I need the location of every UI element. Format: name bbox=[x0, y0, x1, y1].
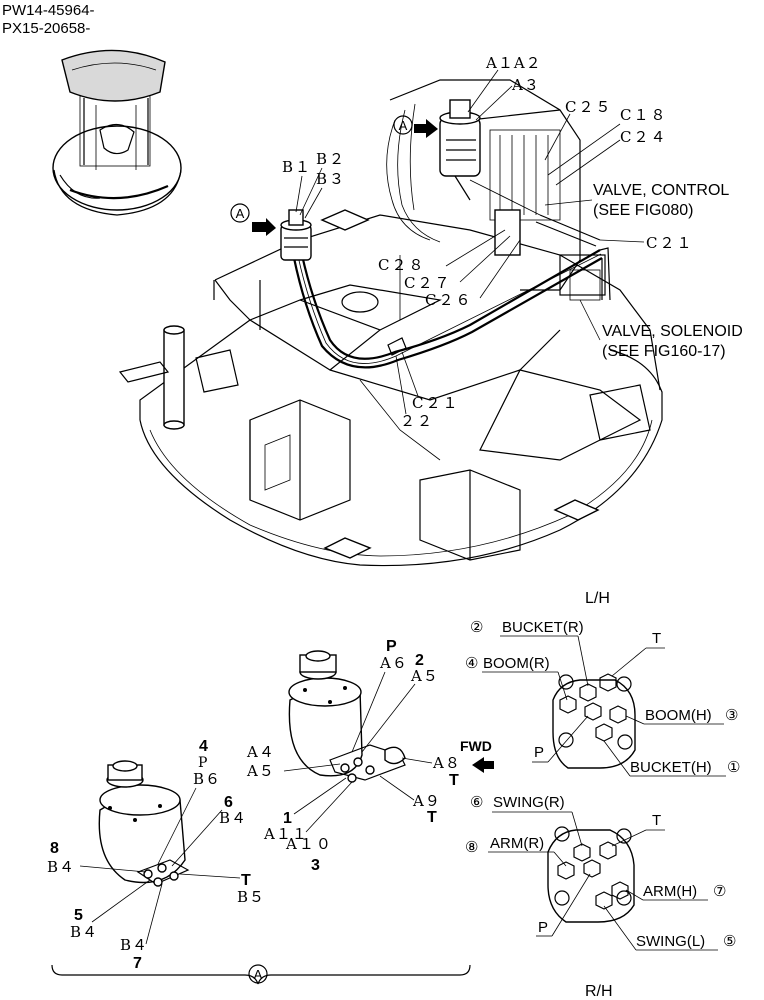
rv-t2: T bbox=[427, 809, 437, 826]
detail-a-brace: A bbox=[51, 964, 471, 985]
lv-b6: B６ bbox=[193, 770, 221, 788]
label-c22: ２２ bbox=[400, 412, 434, 430]
label-c25: C２５ bbox=[565, 98, 612, 116]
rv-a11: A１１ bbox=[263, 825, 308, 843]
rv-2: 2 bbox=[415, 652, 424, 669]
control-valve-assembly bbox=[386, 79, 606, 301]
rh-n8: ⑧ bbox=[465, 839, 478, 856]
hose-labels: A１A２ A３ C２５ C１８ C２４ VALVE, CONTROL (SEE … bbox=[282, 54, 743, 430]
lh-boom-r: BOOM(R) bbox=[483, 655, 550, 672]
lh-n3: ③ bbox=[725, 707, 738, 724]
rv-t1: T bbox=[449, 772, 459, 789]
lh-t: T bbox=[652, 630, 661, 647]
label-a1a2: A１A２ bbox=[485, 54, 542, 72]
label-a3: A３ bbox=[511, 76, 540, 94]
upper-structure-drawing bbox=[118, 209, 663, 567]
detail-a-label: A bbox=[254, 967, 263, 982]
lv-5: 5 bbox=[74, 907, 83, 924]
machine-location-thumbnail bbox=[52, 49, 182, 216]
lh-title: L/H bbox=[585, 590, 610, 607]
fwd-label: FWD bbox=[460, 738, 492, 754]
lv-8: 8 bbox=[50, 840, 59, 857]
rh-port-diagram: ⑥ SWING(R) T ⑧ ARM(R) ARM(H) ⑦ P SWING(L… bbox=[465, 794, 736, 1000]
rh-n6: ⑥ bbox=[470, 794, 483, 811]
rh-arm-r: ARM(R) bbox=[490, 835, 544, 852]
lv-t: T bbox=[241, 872, 251, 889]
lv-p: P bbox=[198, 755, 207, 771]
label-c18: C１８ bbox=[620, 106, 667, 124]
valve-solenoid-fig-ref: (SEE FIG160-17) bbox=[602, 343, 726, 360]
right-pilot-valve-drawing bbox=[288, 650, 406, 783]
rv-p: P bbox=[386, 638, 397, 655]
lh-bucket-h: BUCKET(H) bbox=[630, 759, 712, 776]
lv-b4-bottom: B４ bbox=[70, 923, 98, 941]
lh-port-diagram: L/H ② BUCKET(R) T ④ BOOM(R) BOOM(H) ③ P … bbox=[465, 590, 740, 777]
rv-a10: A１０ bbox=[285, 835, 333, 853]
rv-3: 3 bbox=[311, 857, 320, 874]
rh-swing-r: SWING(R) bbox=[493, 794, 565, 811]
serial-range-1: PW14-45964- bbox=[2, 2, 95, 19]
label-b1: B１ bbox=[282, 158, 312, 176]
label-b3: B３ bbox=[316, 170, 346, 188]
hose-bundle bbox=[280, 179, 611, 369]
label-c26: C２６ bbox=[425, 291, 472, 309]
rv-a5-top: A５ bbox=[410, 667, 439, 685]
rh-n7: ⑦ bbox=[713, 883, 726, 900]
lh-n1: ① bbox=[727, 759, 740, 776]
serial-range-2: PX15-20658- bbox=[2, 20, 90, 37]
lv-4: 4 bbox=[199, 738, 208, 755]
label-c24: C２４ bbox=[620, 128, 667, 146]
detail-callout-a-left: A bbox=[230, 203, 276, 236]
label-b2: B２ bbox=[316, 150, 346, 168]
lv-6: 6 bbox=[224, 794, 233, 811]
rv-a5: A５ bbox=[246, 762, 275, 780]
rh-p: P bbox=[538, 919, 548, 936]
svg-text:A: A bbox=[236, 206, 245, 221]
lh-n2: ② bbox=[470, 619, 483, 636]
label-c27: C２７ bbox=[404, 274, 451, 292]
valve-control-label: VALVE, CONTROL bbox=[593, 182, 729, 199]
right-valve-port-labels: P A６ 2 A５ A４ A５ FWD A８ T A９ T 1 A１１ A１０ … bbox=[246, 638, 494, 874]
rv-a8: A８ bbox=[432, 754, 461, 772]
label-c21-right: C２１ bbox=[646, 234, 693, 252]
label-c28: C２８ bbox=[378, 256, 425, 274]
lh-bucket-r: BUCKET(R) bbox=[502, 619, 584, 636]
left-valve-port-labels: 4 P B６ 6 B４ 8 B４ T B５ 5 B４ B４ 7 bbox=[47, 738, 265, 972]
detail-callout-a-right: A bbox=[393, 115, 438, 138]
left-pilot-valve-drawing bbox=[98, 760, 190, 887]
rh-title: R/H bbox=[585, 983, 613, 1000]
rv-1: 1 bbox=[283, 810, 292, 827]
rh-t: T bbox=[652, 812, 661, 829]
rv-a6: A６ bbox=[379, 654, 408, 672]
lv-7: 7 bbox=[133, 955, 142, 972]
lh-boom-h: BOOM(H) bbox=[645, 707, 712, 724]
lv-b5: B５ bbox=[237, 888, 265, 906]
fwd-arrow-icon bbox=[472, 757, 494, 773]
lh-p: P bbox=[534, 744, 544, 761]
lh-n4: ④ bbox=[465, 655, 478, 672]
label-c21: C２１ bbox=[412, 394, 459, 412]
rh-n5: ⑤ bbox=[723, 933, 736, 950]
rv-a9: A９ bbox=[412, 792, 441, 810]
lv-b4-top: B４ bbox=[219, 809, 247, 827]
rh-swing-l: SWING(L) bbox=[636, 933, 705, 950]
valve-solenoid-label: VALVE, SOLENOID bbox=[602, 323, 743, 340]
svg-text:A: A bbox=[399, 118, 408, 133]
lv-b4-left: B４ bbox=[47, 858, 75, 876]
rh-arm-h: ARM(H) bbox=[643, 883, 697, 900]
valve-control-fig-ref: (SEE FIG080) bbox=[593, 202, 693, 219]
rv-a4: A４ bbox=[246, 743, 275, 761]
lv-b4-lower: B４ bbox=[120, 936, 148, 954]
